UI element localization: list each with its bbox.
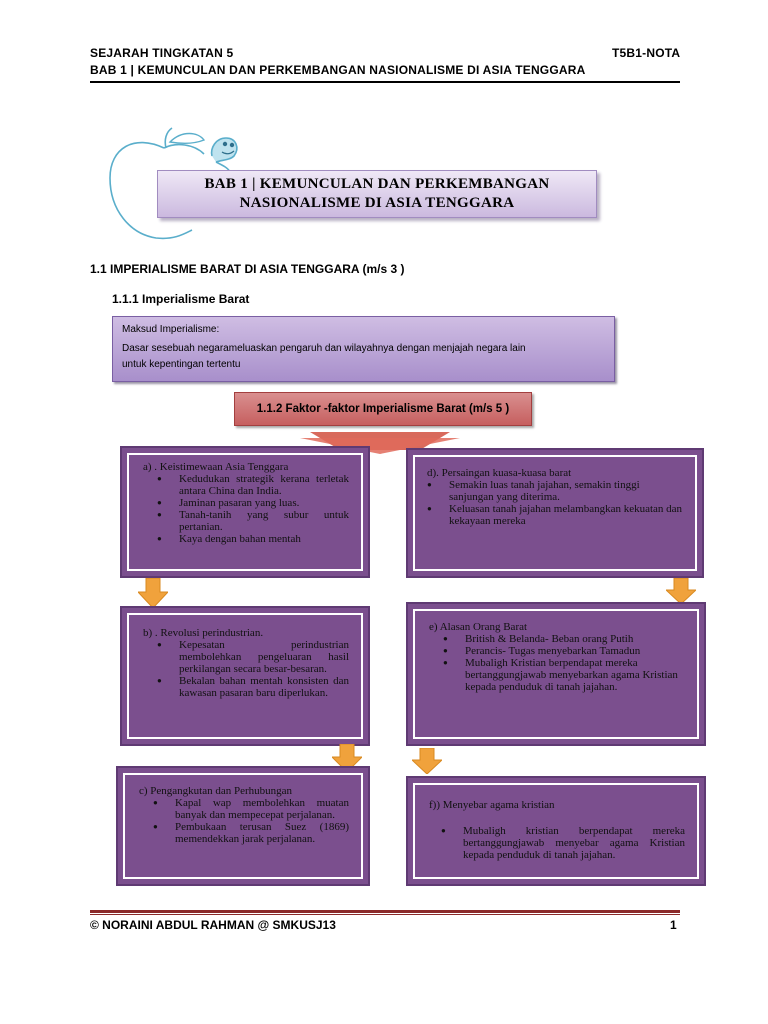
factor-a-item: Kaya dengan bahan mentah <box>157 533 349 545</box>
header-subject: SEJARAH TINGKATAN 5 <box>90 46 234 60</box>
factor-box-a: a) . Keistimewaan Asia Tenggara Keduduka… <box>120 446 370 578</box>
section-heading: 1.1 IMPERIALISME BARAT DI ASIA TENGGARA … <box>90 262 405 276</box>
factor-d-item: Keluasan tanah jajahan melambangkan keku… <box>427 503 683 527</box>
factor-a-title: a) . Keistimewaan Asia Tenggara <box>143 461 289 473</box>
definition-box: Maksud Imperialisme: Dasar sesebuah nega… <box>112 316 615 382</box>
footer-rule-thin <box>90 914 680 915</box>
chapter-title-line1: BAB 1 | KEMUNCULAN DAN PERKEMBANGAN <box>204 176 550 192</box>
factor-c-item: Kapal wap membolehkan muatan banyak dan … <box>153 797 349 821</box>
arrow-down-icon <box>138 578 168 608</box>
arrow-down-icon <box>332 744 362 772</box>
factor-c-item: Pembukaan terusan Suez (1869) memendekka… <box>153 821 349 845</box>
factor-box-c: c) Pengangkutan dan Perhubungan Kapal wa… <box>116 766 370 886</box>
header-rule <box>90 81 680 83</box>
factors-arrow-icon <box>300 432 460 454</box>
apple-worm-illustration <box>109 127 238 240</box>
factor-box-f: f)) Menyebar agama kristian Mubaligh kri… <box>406 776 706 886</box>
definition-line2: untuk kepentingan tertentu <box>122 359 241 370</box>
factor-box-e: e) Alasan Orang Barat British & Belanda-… <box>406 602 706 746</box>
factor-e-title: e) Alasan Orang Barat <box>429 621 528 633</box>
factor-e-item: Mubaligh Kristian berpendapat mereka ber… <box>443 657 685 693</box>
footer-copyright: © NORAINI ABDUL RAHMAN @ SMKUSJ13 <box>90 918 336 932</box>
factor-b-item: Kepesatan perindustrian membolehkan peng… <box>157 639 349 675</box>
factor-b-title: b) . Revolusi perindustrian. <box>143 627 264 639</box>
factor-e-item: British & Belanda- Beban orang Putih <box>443 633 685 645</box>
factor-c-title: c) Pengangkutan dan Perhubungan <box>139 785 293 797</box>
footer-rule <box>90 910 680 913</box>
factors-banner: 1.1.2 Faktor -faktor Imperialisme Barat … <box>234 392 532 426</box>
arrow-down-icon <box>666 578 696 604</box>
factor-f-item: Mubaligh kristian berpendapat mereka ber… <box>441 825 685 861</box>
factor-a-item: Tanah-tanih yang subur untuk pertanian. <box>157 509 349 533</box>
factor-d-item: Semakin luas tanah jajahan, semakin ting… <box>427 479 683 503</box>
factor-a-item: Jaminan pasaran yang luas. <box>157 497 349 509</box>
header-chapter: BAB 1 | KEMUNCULAN DAN PERKEMBANGAN NASI… <box>90 63 586 77</box>
factor-a-item: Kedudukan strategik kerana terletak anta… <box>157 473 349 497</box>
footer-page-number: 1 <box>670 918 677 932</box>
factor-box-d: d). Persaingan kuasa-kuasa barat Semakin… <box>406 448 704 578</box>
factor-e-item: Perancis- Tugas menyebarkan Tamadun <box>443 645 685 657</box>
subsection-heading: 1.1.1 Imperialisme Barat <box>112 292 250 306</box>
definition-label: Maksud Imperialisme: <box>122 324 220 335</box>
factor-b-item: Bekalan bahan mentah konsisten dan kawas… <box>157 675 349 699</box>
factor-box-b: b) . Revolusi perindustrian. Kepesatan p… <box>120 606 370 746</box>
chapter-title-banner: BAB 1 | KEMUNCULAN DAN PERKEMBANGAN NASI… <box>157 170 597 218</box>
factor-f-title: f)) Menyebar agama kristian <box>429 799 555 811</box>
header-code: T5B1-NOTA <box>612 46 681 60</box>
chapter-title-line2: NASIONALISME DI ASIA TENGGARA <box>239 195 515 211</box>
factor-d-title: d). Persaingan kuasa-kuasa barat <box>427 467 572 479</box>
arrow-down-icon <box>412 748 442 774</box>
definition-line1: Dasar sesebuah negarameluaskan pengaruh … <box>122 343 526 354</box>
